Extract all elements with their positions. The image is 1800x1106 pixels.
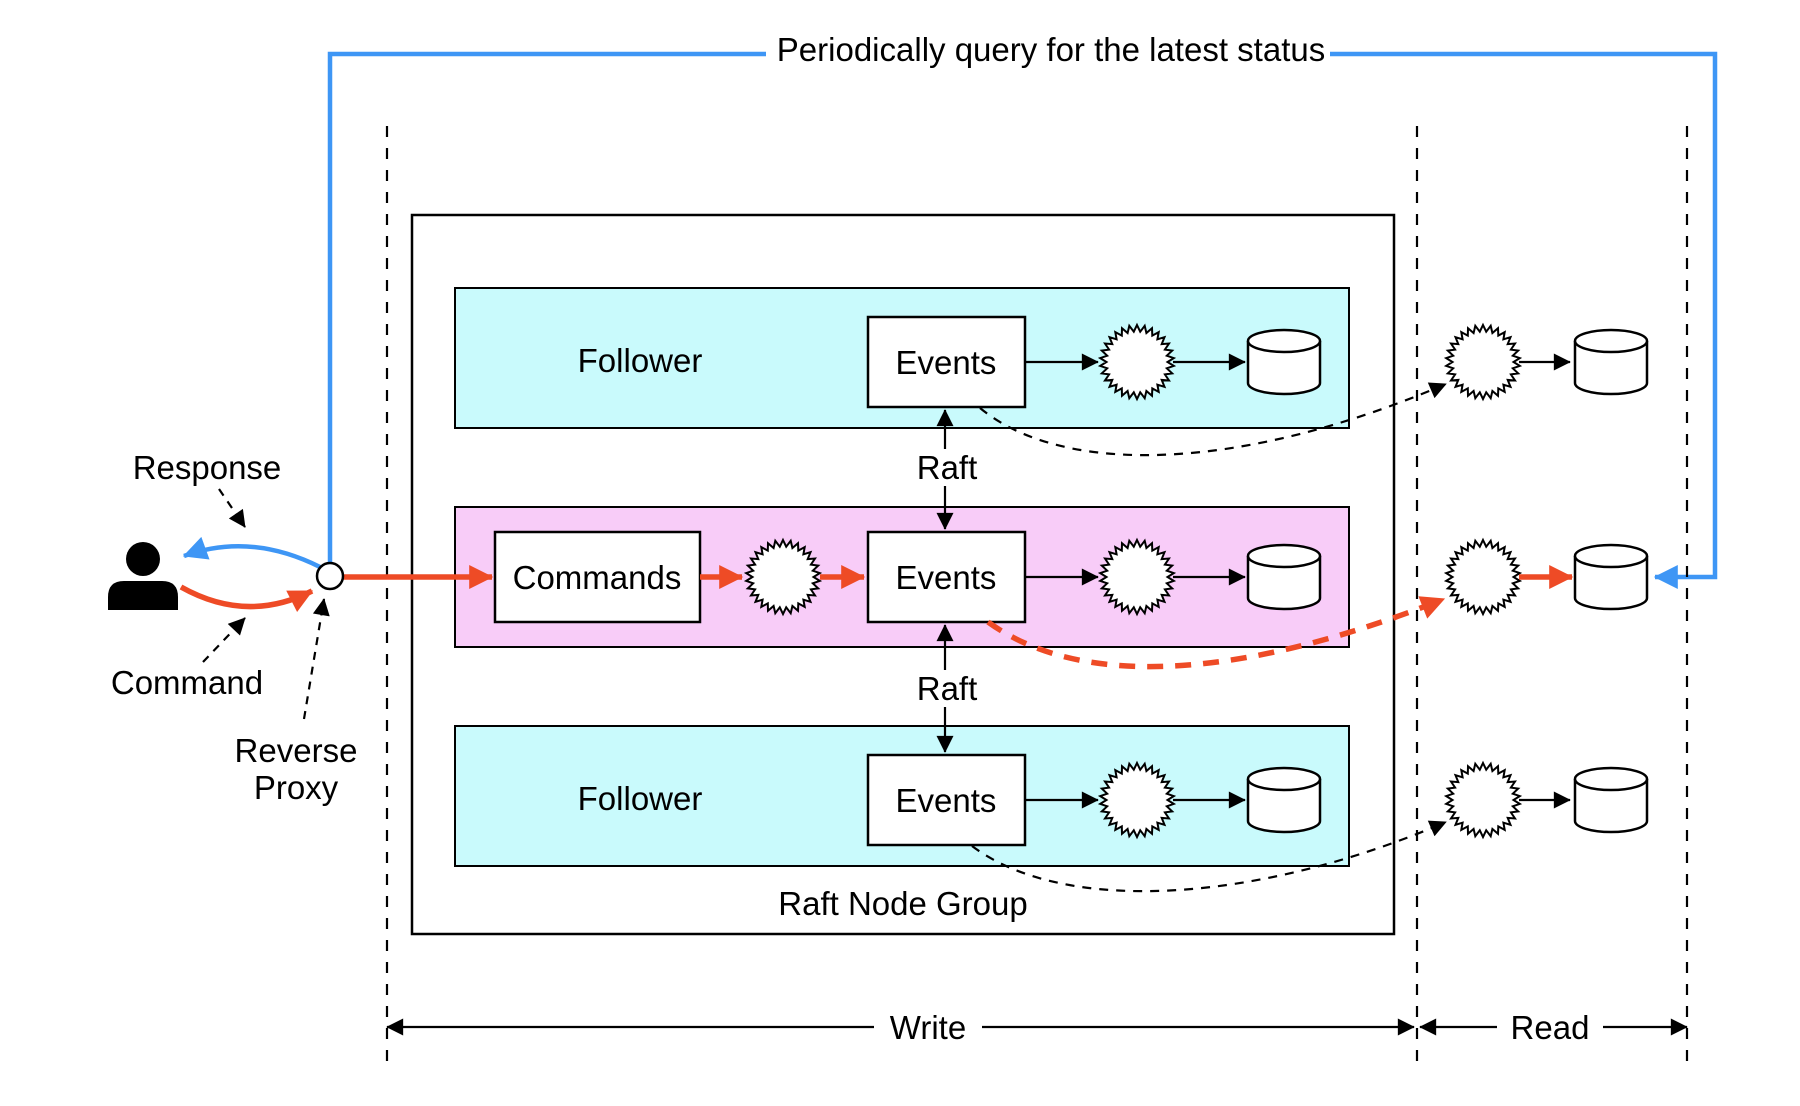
- raft-link-label-top: Raft: [917, 449, 978, 486]
- replication-curve-leader: [986, 596, 1446, 670]
- user-icon: [126, 542, 160, 576]
- replication-curve-follower-top: [979, 382, 1447, 457]
- commands-label: Commands: [513, 559, 682, 596]
- read-label-bg: [1497, 1008, 1603, 1046]
- events-box-follower-bottom: [866, 753, 1027, 847]
- write-database-icon-leader: [1246, 543, 1322, 611]
- query-loop-line: [327, 51, 1718, 589]
- title-bg: [766, 33, 1330, 75]
- read-span-label: Read: [1511, 1009, 1590, 1046]
- events-label-leader: Events: [896, 559, 997, 596]
- user-icon-body: [108, 581, 178, 610]
- follower-bottom-label: Follower: [578, 780, 703, 817]
- command-processor-burst-icon: [743, 537, 823, 617]
- reverse-proxy-pointer: [302, 598, 330, 720]
- write-label-bg: [874, 1008, 982, 1046]
- response-label: Response: [133, 449, 282, 486]
- write-database-icon-follower-top: [1246, 328, 1322, 396]
- reverse-proxy-label-line2: Proxy: [254, 769, 339, 806]
- write-database-icon-follower-bottom: [1246, 766, 1322, 834]
- reverse-proxy-label-line1: Reverse: [235, 732, 358, 769]
- replication-curve-follower-bottom: [971, 820, 1447, 893]
- read-projector-burst-icon-middle: [1443, 537, 1523, 617]
- event-projector-burst-icon-leader: [1097, 537, 1177, 617]
- event-projector-burst-icon-follower-top: [1097, 322, 1177, 402]
- read-database-icon-bottom: [1573, 766, 1649, 834]
- command-pointer: [202, 617, 246, 663]
- event-projector-burst-icon-follower-bottom: [1097, 760, 1177, 840]
- commands-box: [493, 530, 702, 624]
- read-projector-burst-icon-bottom: [1443, 760, 1523, 840]
- read-database-icon-middle: [1573, 543, 1649, 611]
- command-label: Command: [111, 664, 263, 701]
- write-span-label: Write: [890, 1009, 966, 1046]
- query-loop-label: Periodically query for the latest status: [777, 31, 1325, 68]
- response-pointer: [218, 488, 246, 528]
- follower-top-label: Follower: [578, 342, 703, 379]
- raft-link-label-bottom: Raft: [917, 670, 978, 707]
- command-arc: [179, 584, 314, 613]
- events-label-follower-top: Events: [896, 344, 997, 381]
- events-label-follower-bottom: Events: [896, 782, 997, 819]
- read-projector-burst-icon-top: [1443, 322, 1523, 402]
- raft-group-label: Raft Node Group: [778, 885, 1027, 922]
- read-database-icon-top: [1573, 328, 1649, 396]
- raft-label-bg-top: [911, 449, 983, 486]
- reverse-proxy-node: [315, 561, 345, 591]
- response-arc: [182, 536, 322, 570]
- events-box-follower-top: [866, 315, 1027, 409]
- raft-label-bg-bottom: [911, 670, 983, 707]
